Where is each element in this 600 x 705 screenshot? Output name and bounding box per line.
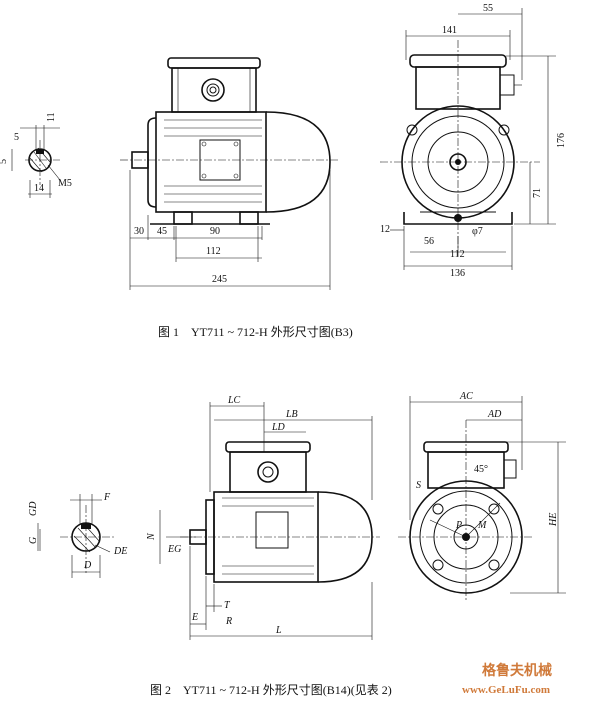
- watermark: 格鲁夫机械 www.GeLuFu.com: [462, 662, 552, 696]
- fig2-label-AD: AD: [487, 409, 502, 420]
- fig2-shaft-label-DE: DE: [113, 546, 127, 557]
- fig2-label-E: E: [191, 612, 198, 623]
- fig2-label-LD: LD: [271, 422, 286, 433]
- fig2-label-P: P: [455, 520, 462, 531]
- fig1-end-dim-12: 12: [380, 224, 390, 235]
- fig2-label-HE: HE: [548, 513, 559, 527]
- fig2-label-T: T: [224, 600, 231, 611]
- fig1-end-dim-176: 176: [556, 133, 567, 148]
- fig1-shaft-dim-1: 5: [14, 132, 19, 143]
- fig1-side-dim-245: 245: [212, 274, 227, 285]
- fig2-label-EG: EG: [167, 544, 181, 555]
- fig2-label-N: N: [146, 532, 157, 541]
- fig1-shaft-dim-3: 5: [0, 159, 9, 164]
- fig1-side-dim-112: 112: [206, 246, 221, 257]
- fig1-shaft-dim-2: 11: [46, 112, 57, 122]
- figure1: 5 11 5 14 M5: [0, 3, 567, 339]
- fig2-label-AC: AC: [459, 391, 473, 402]
- fig1-shaft-dim-4: 14: [34, 183, 44, 194]
- fig2-shaft-label-D: D: [83, 560, 92, 571]
- watermark-url: www.GeLuFu.com: [462, 684, 550, 696]
- figure2: F GD G DE D: [28, 391, 566, 697]
- fig1-end-dim-112: 112: [450, 249, 465, 260]
- fig1-shaft-section: 5 11 5 14 M5: [0, 112, 72, 198]
- fig1-end-dim-71: 71: [532, 188, 543, 198]
- fig2-label-LB: LB: [285, 409, 298, 420]
- fig1-side-dim-45: 45: [157, 226, 167, 237]
- fig2-end-view: 45° S P M AC AD HE: [398, 391, 566, 600]
- fig1-end-dim-phi7: φ7: [472, 226, 483, 237]
- fig1-end-dim-141: 141: [442, 25, 457, 36]
- fig1-side-dim-30: 30: [134, 226, 144, 237]
- fig1-end-view: 55 141 176 71 12 56 φ7 112 136: [380, 3, 567, 279]
- fig2-label-LC: LC: [227, 395, 241, 406]
- fig1-end-dim-55: 55: [483, 3, 493, 14]
- fig2-label-L: L: [275, 625, 282, 636]
- fig2-shaft-section: F GD G DE D: [28, 492, 127, 578]
- fig1-side-view: 30 45 90 112 245: [120, 57, 340, 290]
- watermark-text: 格鲁夫机械: [482, 662, 552, 679]
- fig1-cooling-fins: [164, 119, 262, 203]
- fig2-label-angle: 45°: [474, 464, 488, 475]
- fig1-end-dim-56: 56: [424, 236, 434, 247]
- fig2-shaft-label-GD: GD: [28, 501, 39, 516]
- fig2-label-R: R: [225, 616, 232, 627]
- fig2-label-S: S: [416, 480, 421, 491]
- figure1-caption: 图 1 YT711 ~ 712-H 外形尺寸图(B3): [158, 325, 353, 339]
- fig1-side-dim-90: 90: [210, 226, 220, 237]
- fig1-shaft-thread: M5: [58, 178, 72, 189]
- figure2-caption: 图 2 YT711 ~ 712-H 外形尺寸图(B14)(见表 2): [150, 683, 392, 697]
- fig1-end-dim-136: 136: [450, 268, 465, 279]
- fig2-shaft-label-G: G: [28, 537, 39, 544]
- fig2-shaft-label-F: F: [103, 492, 111, 503]
- fig2-side-view: LC LB LD N EG T E R L: [146, 395, 380, 640]
- fig2-label-M: M: [477, 520, 487, 531]
